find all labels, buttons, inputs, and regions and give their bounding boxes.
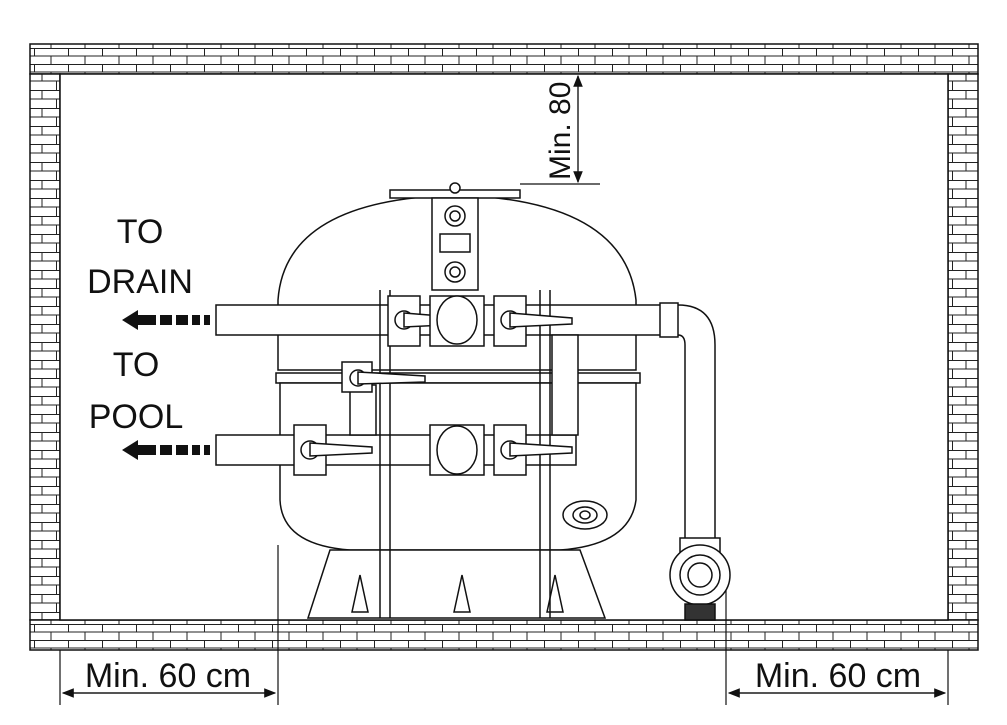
valves: [293, 295, 573, 476]
dimension-top: [520, 74, 600, 185]
dimension-left: [59, 545, 279, 705]
to-pool-line2: POOL: [89, 398, 183, 436]
left-arrow-icon: [122, 440, 210, 460]
to-drain-line1: TO: [117, 213, 164, 251]
left-arrow-icon: [122, 310, 210, 330]
dimension-right: [725, 590, 949, 705]
to-drain-line2: DRAIN: [87, 263, 193, 301]
min-left-label: Min. 60 cm: [85, 657, 251, 695]
to-pool-line1: TO: [113, 346, 160, 384]
pump: [669, 537, 731, 621]
min-top-label: Min. 80: [544, 82, 577, 180]
control-panel: [431, 197, 479, 291]
sight-glass: [562, 500, 608, 530]
min-right-label: Min. 60 cm: [755, 657, 921, 695]
